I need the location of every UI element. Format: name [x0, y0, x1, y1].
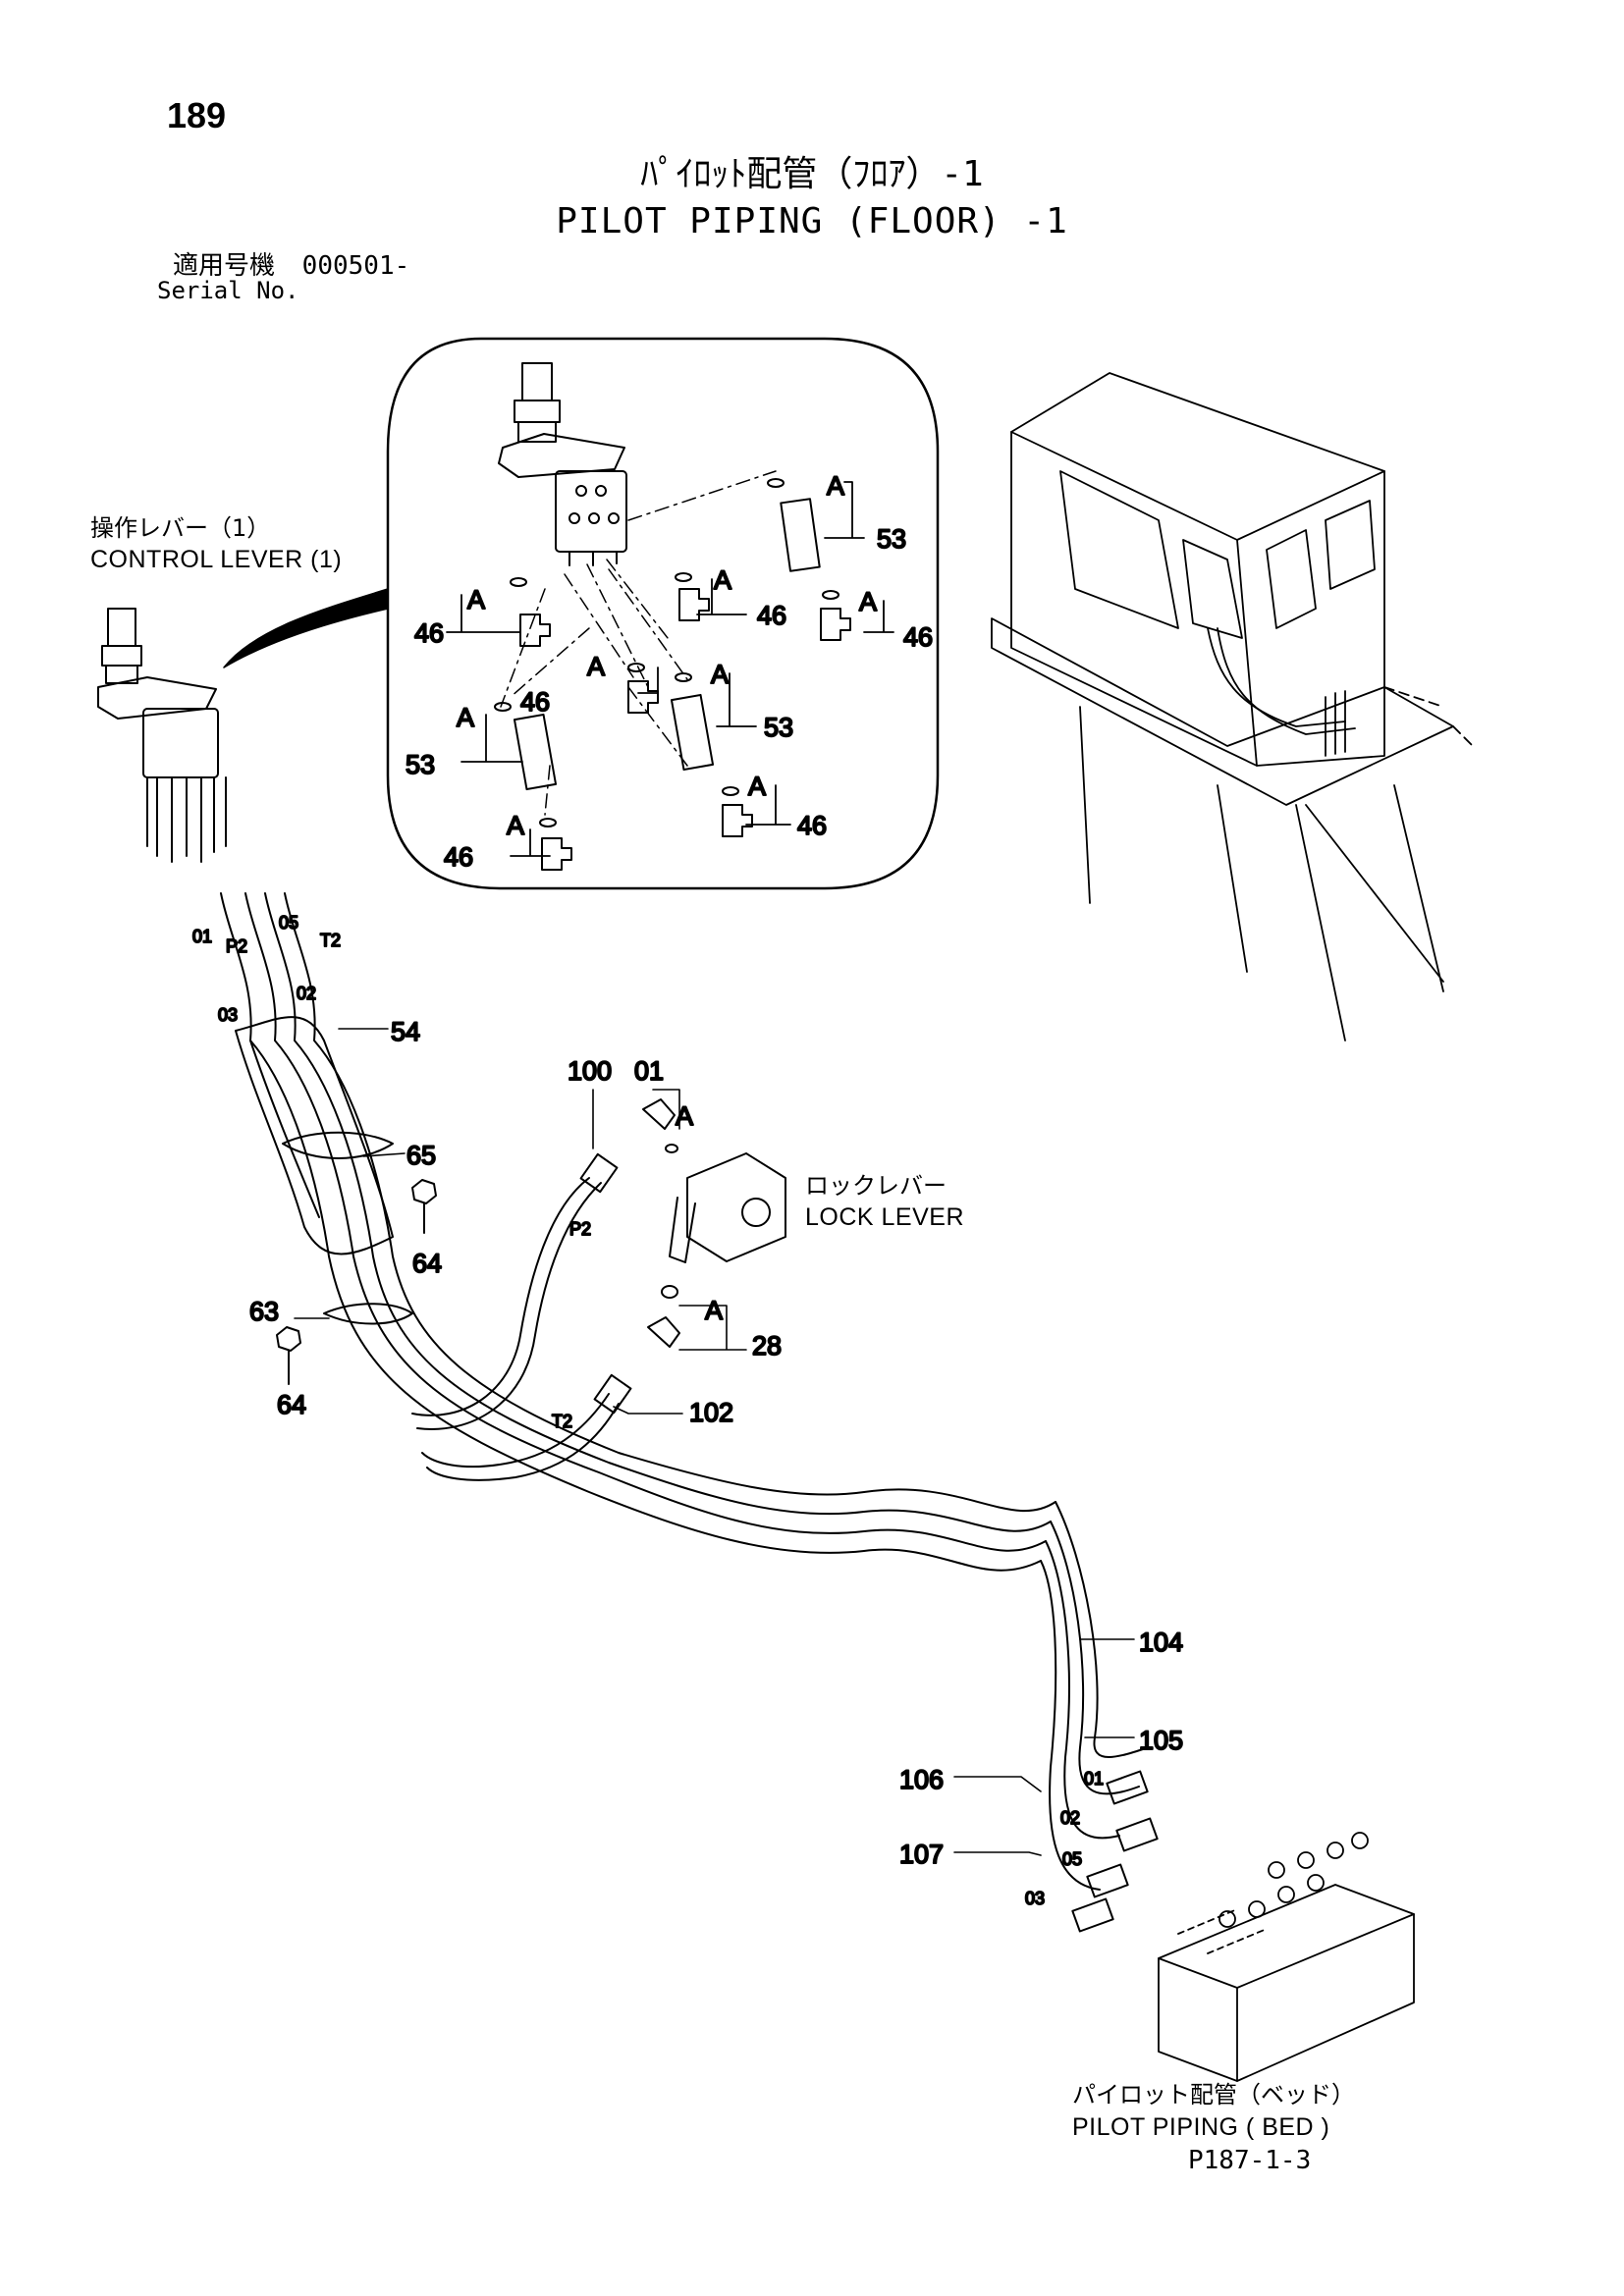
- part-label-28: 28: [752, 1331, 782, 1361]
- title-english: PILOT PIPING (FLOOR) -1: [556, 201, 1068, 241]
- symbol-a: A: [676, 1101, 693, 1131]
- pilot-bed-block: [1158, 1832, 1415, 2082]
- pilot-bed-label-en: PILOT PIPING ( BED ): [1072, 2113, 1330, 2141]
- part-label-53: 53: [406, 750, 435, 779]
- page-number: 189: [167, 95, 227, 135]
- part-label-107: 107: [899, 1840, 944, 1869]
- port-label-03: 03: [218, 1005, 238, 1025]
- symbol-a: A: [467, 585, 485, 614]
- part-label-100: 100: [568, 1056, 612, 1086]
- title-japanese: ﾊﾟｲﾛｯﾄ配管（ﾌﾛｱ）-1: [640, 154, 984, 194]
- footer-reference: P187-1-3: [1188, 2146, 1312, 2175]
- port-label-t2: T2: [320, 931, 341, 950]
- part-label-46: 46: [414, 618, 444, 648]
- symbol-a: A: [748, 772, 766, 801]
- part-label-102: 102: [689, 1398, 733, 1427]
- port-label-05: 05: [279, 913, 298, 933]
- leader-brackets: [446, 481, 894, 857]
- serial-label-jp: 適用号機 000501-: [173, 253, 409, 279]
- part-label-104: 104: [1139, 1628, 1183, 1657]
- part-label-46: 46: [797, 811, 827, 840]
- fitting-parts-46: [494, 478, 851, 871]
- part-label-64: 64: [277, 1390, 306, 1419]
- symbol-a: A: [711, 660, 729, 689]
- part-label-46: 46: [444, 842, 473, 872]
- symbol-a: A: [714, 565, 731, 595]
- port-label-01: 01: [1084, 1769, 1104, 1789]
- pilot-bed-label-jp: パイロット配管（ベッド）: [1072, 2081, 1355, 2109]
- part-label-46: 46: [903, 622, 933, 652]
- bolts: [276, 1179, 437, 1385]
- port-label-02: 02: [297, 984, 316, 1003]
- part-label-53: 53: [764, 713, 793, 742]
- lock-lever-label-jp: ロックレバー: [805, 1172, 947, 1200]
- part-label-01: 01: [634, 1056, 664, 1086]
- leader-lines: [294, 1028, 1135, 1856]
- port-label-t2: T2: [552, 1412, 572, 1431]
- lock-lever-label-en: LOCK LEVER: [805, 1203, 965, 1231]
- serial-label: 適用号機: [173, 251, 276, 281]
- detail-bubble: [223, 337, 940, 890]
- bubble-valve: [498, 362, 627, 566]
- port-label-p2: P2: [226, 936, 247, 956]
- lock-lever-hoses: [411, 1098, 680, 1481]
- part-label-53: 53: [877, 524, 906, 554]
- port-label-01: 01: [192, 927, 212, 946]
- bed-end-fittings: [1071, 1770, 1159, 1933]
- serial-label-en: Serial No.: [157, 277, 299, 304]
- main-labels: 54 65 64 63 64 100 01 A A 28 102 104 105…: [191, 912, 1184, 1909]
- center-lines: [500, 470, 777, 816]
- part-label-46: 46: [757, 601, 786, 630]
- port-label-03: 03: [1025, 1889, 1045, 1908]
- serial-value: 000501-: [301, 251, 410, 281]
- symbol-a: A: [457, 703, 474, 732]
- symbol-a: A: [827, 471, 844, 501]
- part-label-64: 64: [412, 1249, 442, 1278]
- part-label-54: 54: [391, 1017, 420, 1046]
- symbol-a: A: [705, 1296, 723, 1325]
- part-label-65: 65: [406, 1141, 436, 1170]
- bubble-labels: A 53 A 46 A 46 A 46 A 46 A 53 A 53 A 46 …: [405, 470, 934, 873]
- part-label-46: 46: [520, 687, 550, 717]
- hose-bundle: [220, 892, 1150, 1891]
- symbol-a: A: [587, 652, 605, 681]
- control-lever-label-jp: 操作レバー（1）: [90, 514, 271, 542]
- cab-illustration: [991, 372, 1474, 1041]
- spacer-parts-53: [513, 498, 821, 791]
- control-lever-assembly: [97, 608, 227, 863]
- port-label-05: 05: [1062, 1849, 1082, 1869]
- part-label-106: 106: [899, 1765, 944, 1794]
- port-label-02: 02: [1060, 1808, 1080, 1828]
- lock-lever-valve: [661, 1144, 786, 1299]
- symbol-a: A: [859, 587, 877, 616]
- part-label-63: 63: [249, 1297, 279, 1326]
- part-label-105: 105: [1139, 1726, 1183, 1755]
- symbol-a: A: [507, 811, 524, 840]
- control-lever-label-en: CONTROL LEVER (1): [90, 546, 343, 573]
- port-label-p2: P2: [569, 1219, 591, 1239]
